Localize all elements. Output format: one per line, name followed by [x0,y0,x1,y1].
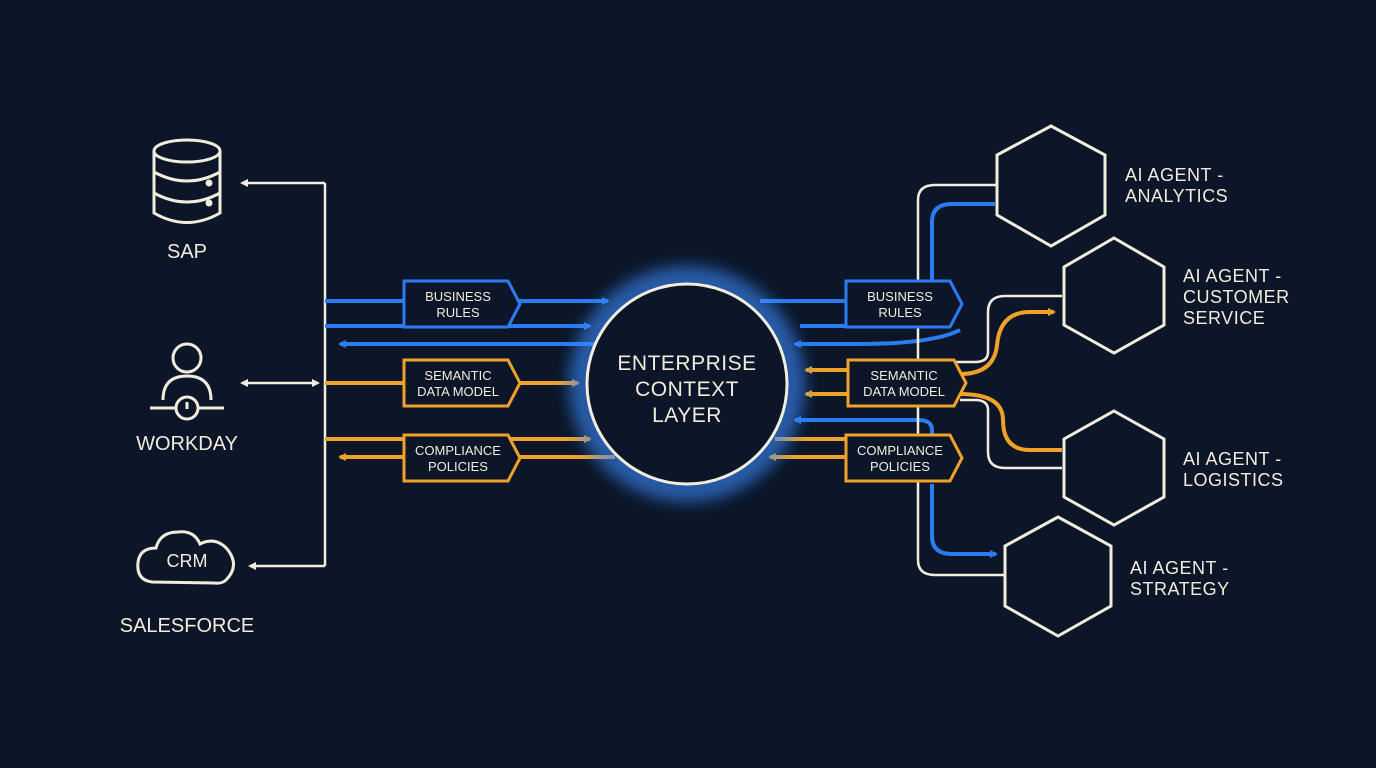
agent-analytics[interactable]: AI AGENT - ANALYTICS [995,124,1228,248]
hexagon-icon [995,124,1107,248]
right-tag-business-line1: BUSINESS [867,289,933,304]
agent-strategy[interactable]: AI AGENT - STRATEGY [1003,515,1230,638]
hexagon-icon [1062,409,1166,527]
core-circle [585,282,789,486]
source-label-workday: WORKDAY [136,433,238,455]
source-workday[interactable]: WORKDAY [136,342,238,455]
cloud-crm-text: CRM [167,551,208,571]
left-tag-business-line2: RULES [436,305,480,320]
right-tag-business-line2: RULES [878,305,922,320]
right-tag-compliance-policies[interactable]: COMPLIANCE POLICIES [844,433,964,483]
agent-logistics-line2: LOGISTICS [1183,470,1284,490]
agent-customer-line2: CUSTOMER [1183,287,1290,307]
agent-logistics-line1: AI AGENT - [1183,449,1282,469]
agent-customer-line3: SERVICE [1183,308,1265,328]
enterprise-context-layer[interactable]: ENTERPRISE CONTEXT LAYER [576,273,798,495]
agent-strategy-line1: AI AGENT - [1130,558,1229,578]
source-label-sap: SAP [167,241,207,263]
source-salesforce[interactable]: CRM SALESFORCE [120,530,254,637]
agent-logistics[interactable]: AI AGENT - LOGISTICS [1062,409,1284,527]
left-tag-business-line1: BUSINESS [425,289,491,304]
left-tag-semantic-line2: DATA MODEL [417,384,499,399]
agent-analytics-line1: AI AGENT - [1125,165,1224,185]
left-tag-semantic-line1: SEMANTIC [424,368,491,383]
right-tag-compliance-line2: POLICIES [870,459,930,474]
source-label-salesforce: SALESFORCE [120,615,254,637]
right-tag-business-rules[interactable]: BUSINESS RULES [844,279,964,329]
left-tag-semantic-data-model[interactable]: SEMANTIC DATA MODEL [402,358,522,408]
left-tag-compliance-policies[interactable]: COMPLIANCE POLICIES [402,433,522,483]
right-tag-compliance-line1: COMPLIANCE [857,443,943,458]
core-label-line1: ENTERPRISE [617,352,756,375]
source-sap[interactable]: SAP [152,138,222,263]
right-tag-semantic-line2: DATA MODEL [863,384,945,399]
hexagon-icon [1062,236,1166,355]
left-tag-compliance-line1: COMPLIANCE [415,443,501,458]
user-clock-icon [150,342,224,421]
agent-customer-service[interactable]: AI AGENT - CUSTOMER SERVICE [1062,236,1290,355]
left-tag-compliance-line2: POLICIES [428,459,488,474]
database-icon [152,138,222,224]
core-glow [576,273,798,495]
agent-analytics-line2: ANALYTICS [1125,186,1228,206]
hexagon-icon [1003,515,1113,638]
right-flow-lines [760,202,1062,558]
right-tag-semantic-line1: SEMANTIC [870,368,937,383]
core-label-line3: LAYER [652,404,722,427]
agent-strategy-line2: STRATEGY [1130,579,1230,599]
source-bus-connector [240,179,327,570]
cloud-icon: CRM [136,530,235,585]
core-label-line2: CONTEXT [635,378,739,401]
right-tag-semantic-data-model[interactable]: SEMANTIC DATA MODEL [846,358,968,408]
left-tag-business-rules[interactable]: BUSINESS RULES [402,279,522,329]
agent-customer-line1: AI AGENT - [1183,266,1282,286]
